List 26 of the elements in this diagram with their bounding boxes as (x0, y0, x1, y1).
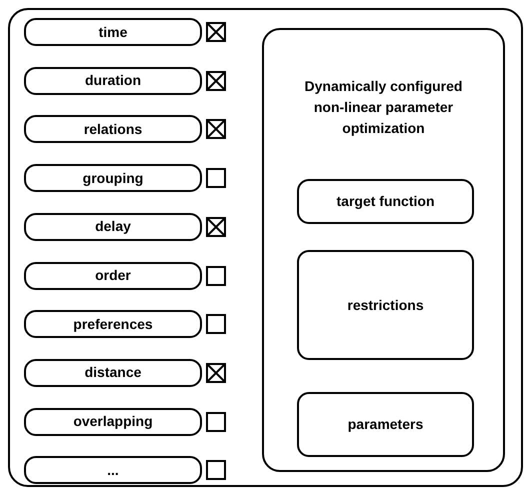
criterion-pill: duration (24, 66, 202, 95)
criterion-pill: order (24, 262, 202, 290)
criterion-pill: delay (24, 212, 202, 241)
checked-checkbox-icon (206, 216, 226, 237)
checkbox-icon (206, 314, 226, 334)
panel-title: Dynamically configured non-linear parameter optimization (304, 77, 464, 138)
component-box: restrictions (297, 250, 474, 360)
criterion-pill: time (24, 18, 202, 46)
component-box: parameters (297, 392, 474, 457)
criterion-pill: ... (24, 456, 202, 484)
criterion-pill: overlapping (24, 408, 202, 436)
checked-checkbox-icon (206, 22, 226, 42)
component-box: target function (297, 179, 474, 224)
checked-checkbox-icon (206, 70, 226, 91)
criterion-pill: relations (24, 115, 202, 144)
optimization-panel (262, 28, 505, 472)
outer-frame (8, 8, 523, 487)
checked-checkbox-icon (206, 119, 226, 140)
criterion-pill: grouping (24, 164, 202, 192)
criterion-pill: distance (24, 358, 202, 387)
checkbox-icon (206, 412, 226, 432)
criterion-pill: preferences (24, 310, 202, 338)
checkbox-icon (206, 266, 226, 286)
checkbox-icon (206, 460, 226, 480)
checkbox-icon (206, 168, 226, 188)
checked-checkbox-icon (206, 362, 226, 383)
